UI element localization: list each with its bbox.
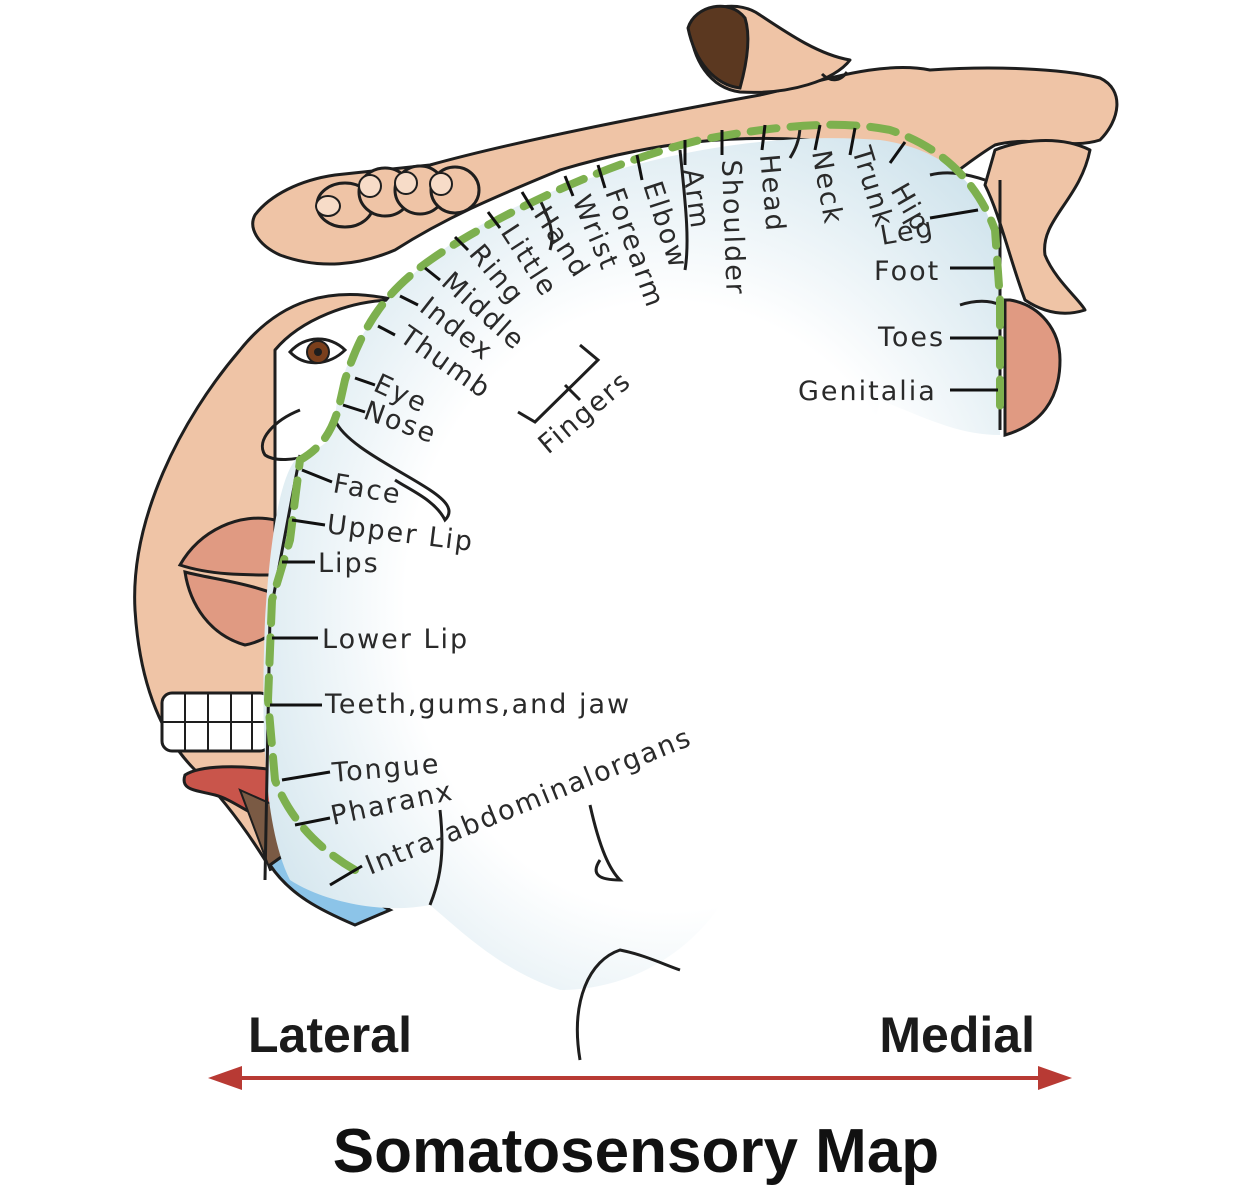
label-genitalia: Genitalia	[798, 376, 937, 407]
cortex-section	[263, 138, 1000, 990]
label-head: Head	[753, 153, 791, 234]
homunculus-body	[251, 4, 1119, 437]
label-teeth-gums-jaw: Teeth,gums,and jaw	[324, 689, 631, 720]
upper-lip-shape	[177, 516, 277, 577]
fingers-bracket	[517, 343, 601, 424]
nose-outline	[261, 408, 311, 461]
label-medial: Medial	[879, 1007, 1035, 1063]
direction-arrow-left-head	[208, 1066, 242, 1090]
direction-arrow-right-head	[1038, 1066, 1072, 1090]
eye-pupil	[314, 348, 322, 356]
label-lower-lip: Lower Lip	[322, 624, 469, 655]
homunculus-hair	[686, 4, 750, 90]
sensory-strip-dashed-border	[263, 120, 1004, 874]
label-ticks	[270, 124, 998, 887]
homunculus-fingers	[315, 164, 481, 229]
lateral-medial-axis: Lateral Medial	[208, 1007, 1072, 1090]
homunculus-closed-eye	[820, 71, 849, 82]
label-lateral: Lateral	[248, 1007, 412, 1063]
homunculus-leg	[983, 139, 1092, 315]
label-toes: Toes	[877, 322, 945, 353]
teeth	[160, 691, 272, 753]
label-shoulder: Shoulder	[715, 159, 751, 296]
label-lips: Lips	[318, 548, 380, 579]
homunculus-foot	[1003, 298, 1062, 437]
figure-title: Somatosensory Map	[333, 1117, 939, 1186]
label-foot: Foot	[874, 256, 940, 287]
